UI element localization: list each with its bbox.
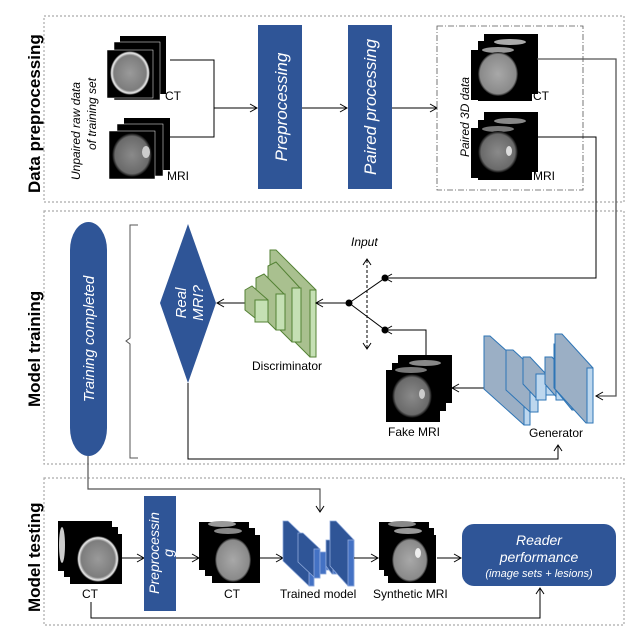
decision-label-line1: Real — [173, 287, 190, 319]
loop-bracket — [125, 224, 138, 459]
section-title-preprocessing: Data preprocessing — [25, 34, 44, 193]
connector-paired-mri-to-input — [385, 136, 597, 279]
processed-ct-label: CT — [224, 587, 241, 601]
test-preprocessing-label-line1: Preprocessin — [146, 512, 162, 594]
synthetic-mri-label: Synthetic MRI — [373, 587, 448, 601]
input-label: Input — [351, 235, 378, 249]
raw-mri-image-stack — [108, 118, 170, 180]
preprocessing-block-label: Preprocessing — [272, 52, 291, 161]
section-frame-training — [43, 210, 625, 465]
arrowhead — [450, 383, 460, 393]
training-completed-pill — [70, 222, 107, 456]
paired-processing-block-label: Paired processing — [361, 38, 380, 175]
arrowhead — [362, 258, 372, 266]
raw-ct-image-stack — [106, 36, 166, 101]
connector-raw-to-preprocessing — [170, 59, 215, 138]
fake-mri-label: Fake MRI — [388, 425, 440, 439]
input-switch-upper-branch — [348, 277, 386, 304]
preprocessing-block — [258, 25, 302, 189]
reader-performance-line1: Reader — [516, 532, 563, 548]
decision-label-line2: MRI? — [190, 284, 207, 320]
paired-data-label: Paired 3D data — [458, 77, 472, 157]
reader-performance-line3: (image sets + lesions) — [485, 568, 593, 580]
input-switch-lower-branch — [348, 302, 386, 331]
generator-network-icon — [483, 333, 594, 426]
arrowhead — [535, 587, 545, 595]
real-mri-decision — [160, 224, 216, 383]
section-frame-preprocessing — [43, 15, 625, 203]
generator-label: Generator — [529, 426, 583, 440]
raw-data-label-line2: of training set — [85, 77, 99, 150]
connector-training-to-trained-model — [87, 456, 321, 512]
arrowhead — [370, 553, 380, 563]
arrowhead — [594, 391, 604, 401]
arrowhead — [249, 103, 259, 113]
paired-data-frame — [436, 25, 584, 191]
connector-paired-ct-to-generator — [537, 58, 617, 397]
synthetic-mri-image-stack — [379, 521, 436, 583]
trained-model-label: Trained model — [280, 587, 356, 601]
paired-ct-label: CT — [533, 89, 550, 103]
arrowhead — [362, 342, 372, 350]
test-ct-image-stack — [58, 521, 122, 584]
fake-mri-image-stack — [386, 355, 452, 422]
paired-processing-block — [348, 25, 392, 189]
arrowhead — [383, 325, 393, 335]
processed-ct-image-stack — [199, 521, 260, 583]
arrowhead — [315, 505, 325, 513]
arrowhead — [453, 553, 463, 563]
connector-ct-to-reader — [90, 588, 541, 619]
paired-mri-label: MRI — [533, 169, 555, 183]
training-completed-label: Training completed — [81, 275, 98, 402]
trained-model-network-icon — [282, 520, 355, 587]
arrowhead — [215, 298, 225, 308]
test-preprocessing-label-line2: g — [160, 549, 176, 557]
connector-decision-to-generator — [187, 383, 559, 460]
paired-ct-image-stack — [471, 34, 538, 101]
arrowhead — [553, 444, 563, 452]
section-frame-testing — [43, 477, 625, 626]
section-title-training: Model training — [25, 291, 44, 407]
arrowhead — [314, 298, 324, 308]
test-preprocessing-block — [144, 496, 176, 611]
test-ct-label: CT — [82, 587, 99, 601]
discriminator-label: Discriminator — [252, 359, 322, 373]
reader-performance-line2: performance — [499, 549, 579, 565]
discriminator-network-icon — [244, 249, 317, 358]
arrowhead — [339, 103, 349, 113]
connector-fake-mri-to-switch — [385, 329, 427, 355]
arrowhead — [429, 103, 439, 113]
paired-mri-image-stack — [471, 112, 538, 180]
raw-mri-label: MRI — [167, 169, 189, 183]
raw-ct-label: CT — [165, 89, 182, 103]
raw-data-label-line1: Unpaired raw data — [69, 82, 83, 180]
section-title-testing: Model testing — [25, 502, 44, 612]
reader-performance-block — [462, 524, 616, 586]
input-switch-node — [381, 274, 389, 282]
